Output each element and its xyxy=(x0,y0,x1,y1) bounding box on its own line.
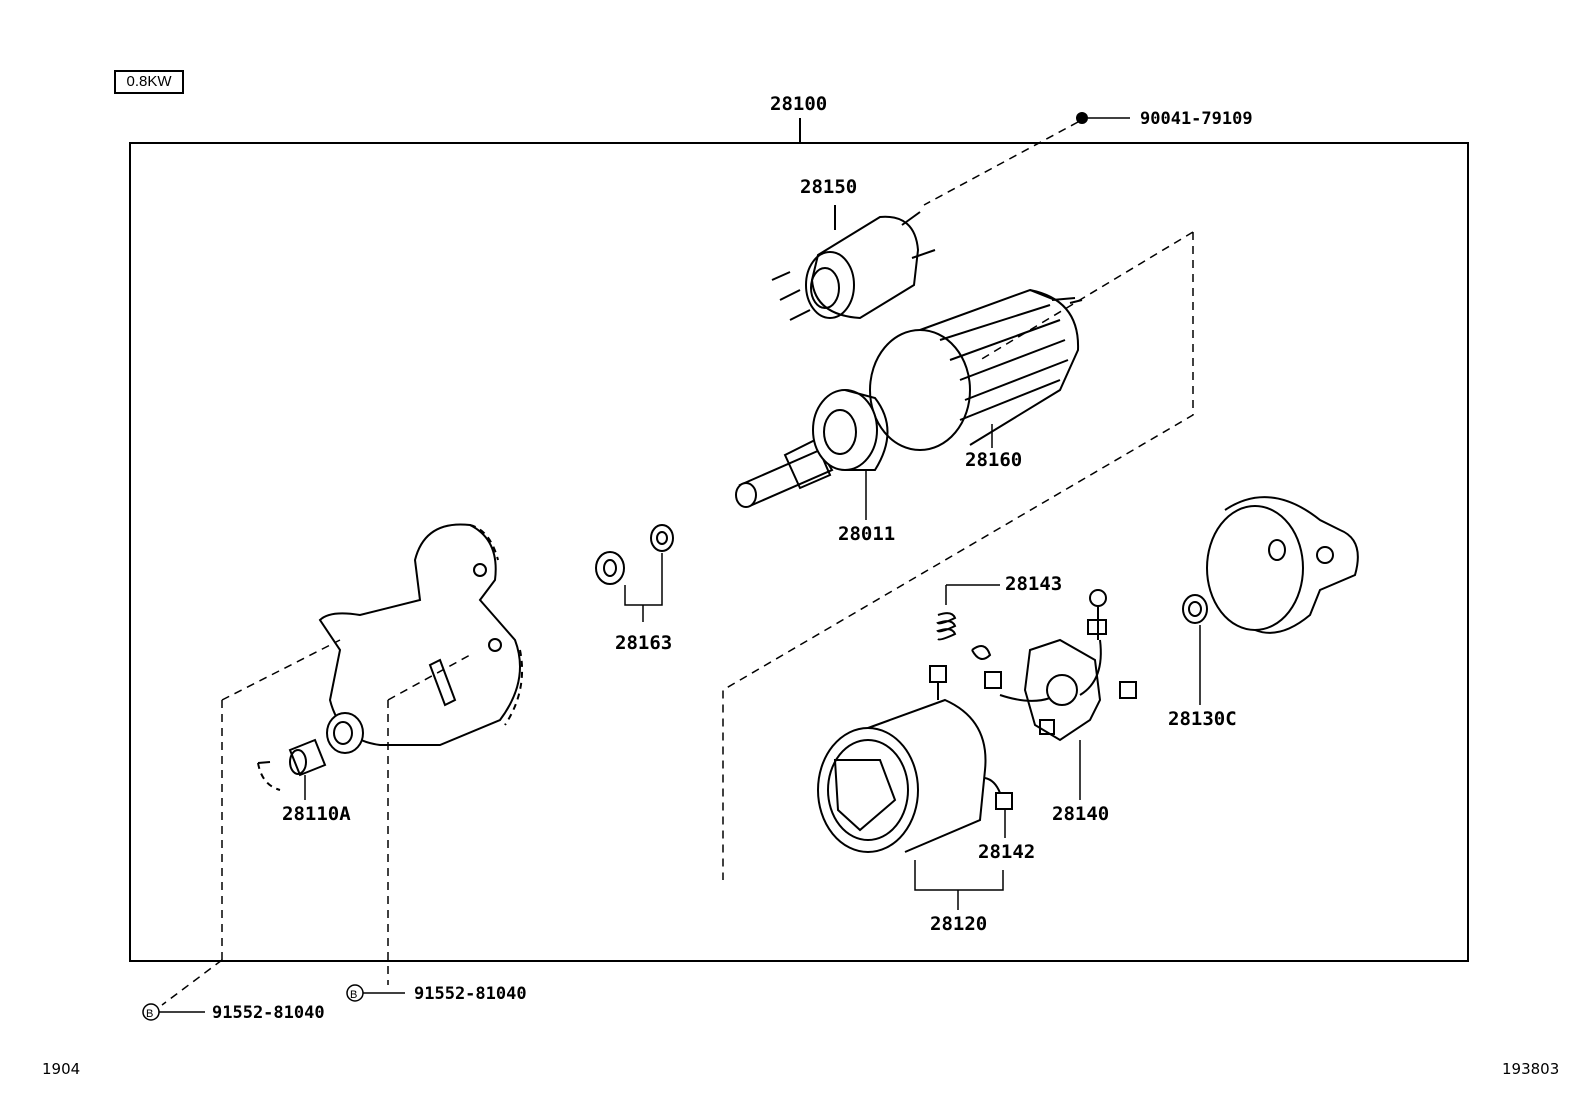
drive-housing-dashed xyxy=(221,639,471,985)
solenoid-nut-part xyxy=(923,112,1130,206)
label-solenoid-nut: 90041-79109 xyxy=(1140,109,1253,129)
bolt-left-callout xyxy=(142,959,223,1021)
assembly-label: 28100 xyxy=(770,93,827,115)
solenoid-part xyxy=(771,205,936,321)
bolt-right-callout xyxy=(346,984,405,1002)
bolt-left-marker: B xyxy=(146,1008,153,1020)
drive-clutch-part xyxy=(812,389,889,471)
footer-right-code: 193803 xyxy=(1502,1060,1560,1078)
label-rear-bushing: 28130C xyxy=(1168,708,1237,730)
label-brush-holder: 28140 xyxy=(1052,803,1109,825)
footer-left-code: 1904 xyxy=(42,1060,81,1078)
armature-shaft xyxy=(735,438,834,508)
brush-holder-part xyxy=(984,589,1137,742)
armature-envelope-dashed xyxy=(722,231,1194,880)
label-washers: 28163 xyxy=(615,632,672,654)
label-yoke: 28120 xyxy=(930,913,987,935)
front-bushing-part xyxy=(257,738,327,791)
label-front-bushing: 28110A xyxy=(282,803,351,825)
label-drive-clutch: 28011 xyxy=(838,523,895,545)
label-brush: 28142 xyxy=(978,841,1035,863)
label-solenoid: 28150 xyxy=(800,176,857,198)
spring-part xyxy=(936,612,992,660)
washers-part xyxy=(595,524,674,622)
bolt-right-marker: B xyxy=(350,989,357,1001)
brush-part xyxy=(929,665,1013,810)
armature-part xyxy=(869,288,1083,451)
label-bolt-left: 91552-81040 xyxy=(212,1003,325,1023)
label-bolt-right: 91552-81040 xyxy=(414,984,527,1004)
rear-end-frame-part xyxy=(1182,496,1359,634)
rating-badge: 0.8KW xyxy=(114,70,184,94)
label-armature: 28160 xyxy=(965,449,1022,471)
yoke-leader xyxy=(914,860,1004,910)
drive-housing-part xyxy=(318,523,524,754)
yoke-part xyxy=(817,698,987,853)
label-spring: 28143 xyxy=(1005,573,1062,595)
assembly-frame xyxy=(129,142,1469,962)
